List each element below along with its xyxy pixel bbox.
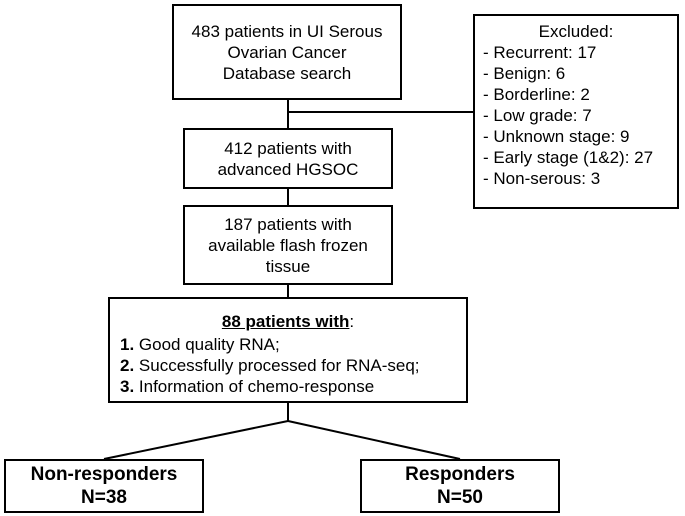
search-line-3: Database search — [222, 63, 352, 83]
search-line-1: 483 patients in UI Serous — [191, 21, 383, 41]
tissue-line-1: 187 patients with — [224, 214, 352, 234]
responders-label: Responders — [405, 464, 515, 485]
criterion-3: 3. Information of chemo-response — [120, 376, 466, 397]
criterion-3-number: 3. — [120, 377, 135, 396]
non-responders-label: Non-responders — [30, 464, 178, 485]
excluded-item-early-stage: - Early stage (1&2): 27 — [483, 148, 654, 167]
excluded-item-non-serous: - Non-serous: 3 — [483, 169, 601, 188]
final-cohort-title-colon: : — [349, 312, 355, 331]
excluded-box: Excluded: - Recurrent: 17 - Benign: 6 - … — [473, 14, 679, 209]
excluded-item-unknown-stage: - Unknown stage: 9 — [483, 127, 630, 146]
non-responders-box: Non-responders N=38 — [4, 459, 204, 513]
criterion-3-text: Information of chemo-response — [134, 377, 375, 396]
responders-box: Responders N=50 — [360, 459, 560, 513]
final-cohort-title: 88 patients with: — [120, 311, 466, 332]
excluded-item-low-grade: - Low grade: 7 — [483, 106, 592, 125]
connector-split-responders — [287, 420, 461, 460]
advanced-hgsoc-box: 412 patients with advanced HGSOC — [183, 128, 393, 189]
excluded-item-borderline: - Borderline: 2 — [483, 85, 590, 104]
final-cohort-box: 88 patients with: 1. Good quality RNA; 2… — [108, 297, 468, 403]
criterion-1-number: 1. — [120, 335, 135, 354]
tissue-line-3: tissue — [265, 256, 311, 276]
frozen-tissue-box: 187 patients with available flash frozen… — [183, 205, 393, 285]
tissue-line-2: available flash frozen — [208, 235, 368, 255]
criterion-2-text: Successfully processed for RNA-seq; — [134, 356, 420, 375]
excluded-item-recurrent: - Recurrent: 17 — [483, 43, 597, 62]
responders-count: N=50 — [437, 487, 483, 508]
search-line-2: Ovarian Cancer — [227, 42, 347, 62]
advanced-line-1: 412 patients with — [224, 138, 352, 158]
excluded-item-benign: - Benign: 6 — [483, 64, 566, 83]
excluded-title: Excluded: — [538, 22, 614, 41]
criterion-2: 2. Successfully processed for RNA-seq; — [120, 355, 466, 376]
criterion-2-number: 2. — [120, 356, 135, 375]
connector-split-nonresponders — [103, 420, 289, 460]
search-box: 483 patients in UI Serous Ovarian Cancer… — [172, 4, 402, 100]
non-responders-count: N=38 — [81, 487, 127, 508]
criterion-1: 1. Good quality RNA; — [120, 334, 466, 355]
final-cohort-title-text: 88 patients with — [221, 312, 350, 331]
advanced-line-2: advanced HGSOC — [217, 159, 359, 179]
criterion-1-text: Good quality RNA; — [134, 335, 280, 354]
